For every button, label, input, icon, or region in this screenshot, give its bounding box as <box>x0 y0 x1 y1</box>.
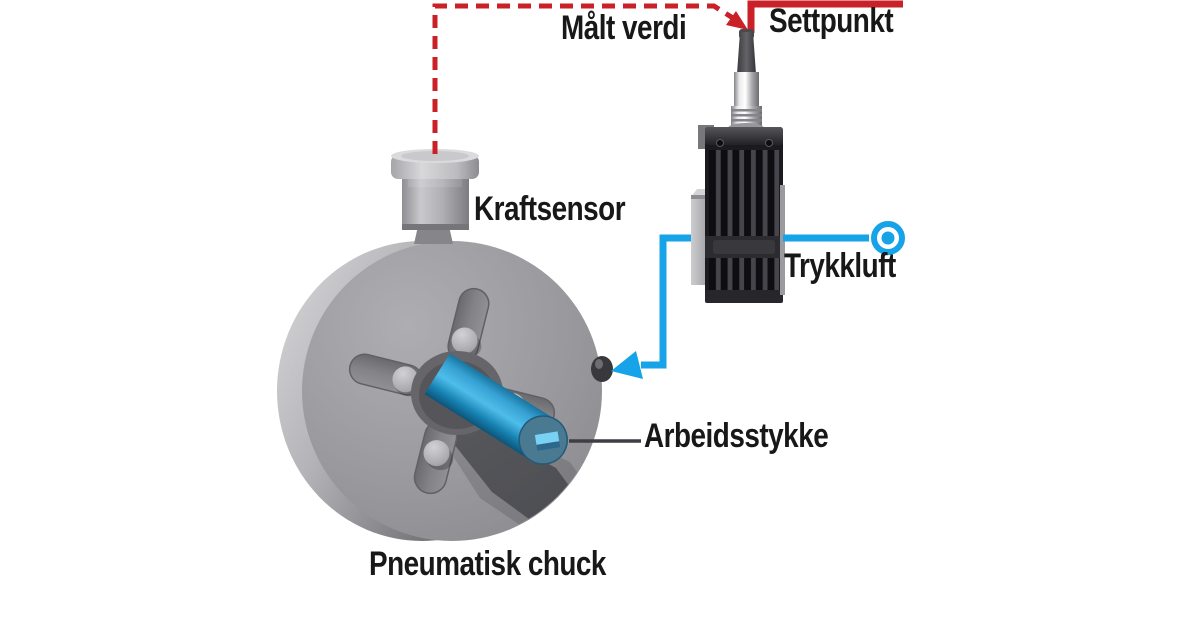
valve-connector <box>734 72 759 108</box>
valve-fins-upper <box>709 150 779 236</box>
chuck-pin <box>423 440 450 467</box>
label-setpoint: Settpunkt <box>769 2 894 40</box>
label-force-sensor: Kraftsensor <box>474 190 626 228</box>
label-compressed-air: Trykkluft <box>784 247 896 285</box>
setpoint-line <box>747 0 903 33</box>
valve-base <box>705 290 783 303</box>
measured-value-line <box>432 3 738 154</box>
pneumatic-chuck-illustration <box>277 241 613 541</box>
valve-fins-lower <box>709 258 779 292</box>
sensor-neck <box>414 226 453 244</box>
workpiece-key-tab <box>534 431 561 451</box>
measured-value-arrow-icon <box>726 11 748 30</box>
chuck-pin <box>451 327 478 354</box>
force-sensor-illustration <box>391 149 479 244</box>
air-inlet-knob <box>591 356 613 382</box>
label-measured-value: Målt verdi <box>561 9 687 47</box>
valve-top-plate <box>705 127 783 145</box>
label-workpiece: Arbeidsstykke <box>644 417 829 455</box>
valve-illustration <box>691 29 785 303</box>
air-flow-arrow-icon <box>611 351 643 379</box>
air-supply-icon <box>871 221 905 255</box>
label-pneumatic-chuck: Pneumatisk chuck <box>369 545 606 583</box>
sensor-body <box>402 168 469 230</box>
compressed-air-line-to-chuck <box>641 234 704 369</box>
